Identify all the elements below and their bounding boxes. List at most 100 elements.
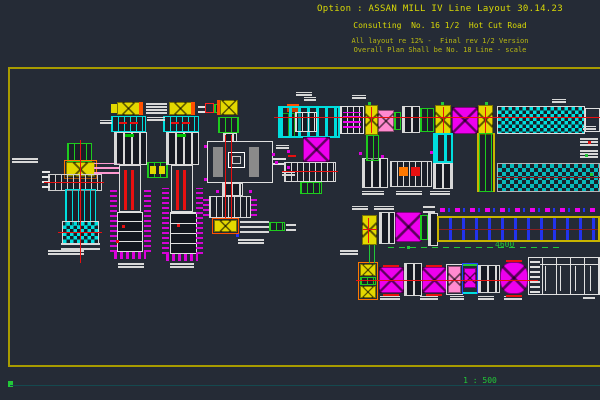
stand-a-hatch-left [110,188,117,252]
marker-dot [407,246,410,249]
centerline [540,264,598,265]
stand-a-cyan-section [111,116,146,132]
marker-dot [585,154,588,157]
label [396,191,422,195]
label [450,296,464,300]
marker-dot [177,224,180,227]
centerline [485,107,486,133]
conveyor-head-bit [423,206,435,213]
mid-yellow-stand [362,215,377,245]
marker-dot [359,152,362,155]
marker-dot [249,190,252,193]
centerline [545,266,546,291]
centerline [119,122,127,124]
stand-a-body [114,132,147,165]
marker-dot [441,102,444,105]
exit-white-block [478,265,500,293]
gap-white-block [198,104,205,113]
centerline [225,135,226,218]
label [430,191,450,195]
stand-c-yellow-cap [220,100,238,115]
drawing-note-line2: Overall Plan Shall be No. 18 Line - scal… [353,46,527,54]
label [340,250,358,255]
interstand-label-block [146,102,167,114]
exit-round-coiler [500,262,528,294]
exit-pink-elem [448,266,461,293]
centerline [274,117,600,118]
inlet-green-frame [67,143,92,162]
label [552,99,566,103]
centerline [80,140,81,263]
marker-dot [430,151,433,154]
stand-b-hatch-right [196,188,203,254]
marker-dot [272,153,275,156]
centerline [368,218,369,243]
press-outer-frame [207,141,273,183]
label [504,296,522,300]
centerline [439,229,598,230]
dimension-annotation: 4600 [495,240,515,249]
cyan-machine-overlay [295,112,317,132]
table-gap-label-2 [580,150,598,158]
centerline [8,365,600,367]
centerline [363,229,377,230]
centerline [426,265,442,267]
marker-dot [204,145,207,148]
label [12,158,38,163]
white-machine [402,106,420,133]
centerline [369,245,370,263]
inlet-side-part [42,171,50,188]
centerline [282,171,338,172]
under-cyan-magenta-block [303,137,330,162]
label [362,191,384,195]
centerline [497,177,600,178]
press-base [209,196,251,218]
vertical-looper [478,133,494,192]
centerline [493,133,495,192]
marker-dot [204,178,207,181]
connector-yellow-1 [150,166,156,174]
marker-dot [368,102,371,105]
label [583,126,596,130]
stand-a-hatch-bottom [114,252,146,259]
stand-b-hatch-left [162,188,169,254]
runout-roller-rows [240,221,269,233]
shear-frame [362,158,388,188]
green-frame-machine [420,108,434,132]
inlet-pink-arm [94,163,120,174]
centerline [575,266,576,291]
marker-dot [287,150,290,153]
centerline [374,245,375,263]
shear-red-roll [411,167,420,176]
press-base-hatch-left [203,197,209,216]
label [282,172,295,176]
pinch-roll-magenta [343,112,361,128]
centerline [176,170,179,210]
marker-dot [275,161,278,164]
under-cyan-roller-rows [284,162,336,182]
marker-dot [590,173,593,176]
press-drum-left [213,147,223,177]
centerline [124,170,127,210]
marker-dot [122,225,125,228]
label [296,92,312,96]
centerline [383,294,399,296]
stand-a-green-mark [125,134,134,137]
label [100,120,112,124]
centerline [8,67,10,365]
stand-a-hatch-right [144,188,151,252]
stand-a-orange-edge [139,102,143,115]
exit-big-table [528,257,600,295]
centerline [231,135,232,218]
runout-yellow-block [214,220,237,232]
centerline [288,155,296,157]
centerline [506,260,522,262]
centerline [383,265,399,267]
gap-red-frame [205,103,214,113]
stand-b-columns [171,165,193,212]
marker-dot [287,166,290,169]
stand-b-cyan-section [163,116,199,132]
under-cyan-green-bits [300,182,322,194]
centerline [388,247,560,248]
